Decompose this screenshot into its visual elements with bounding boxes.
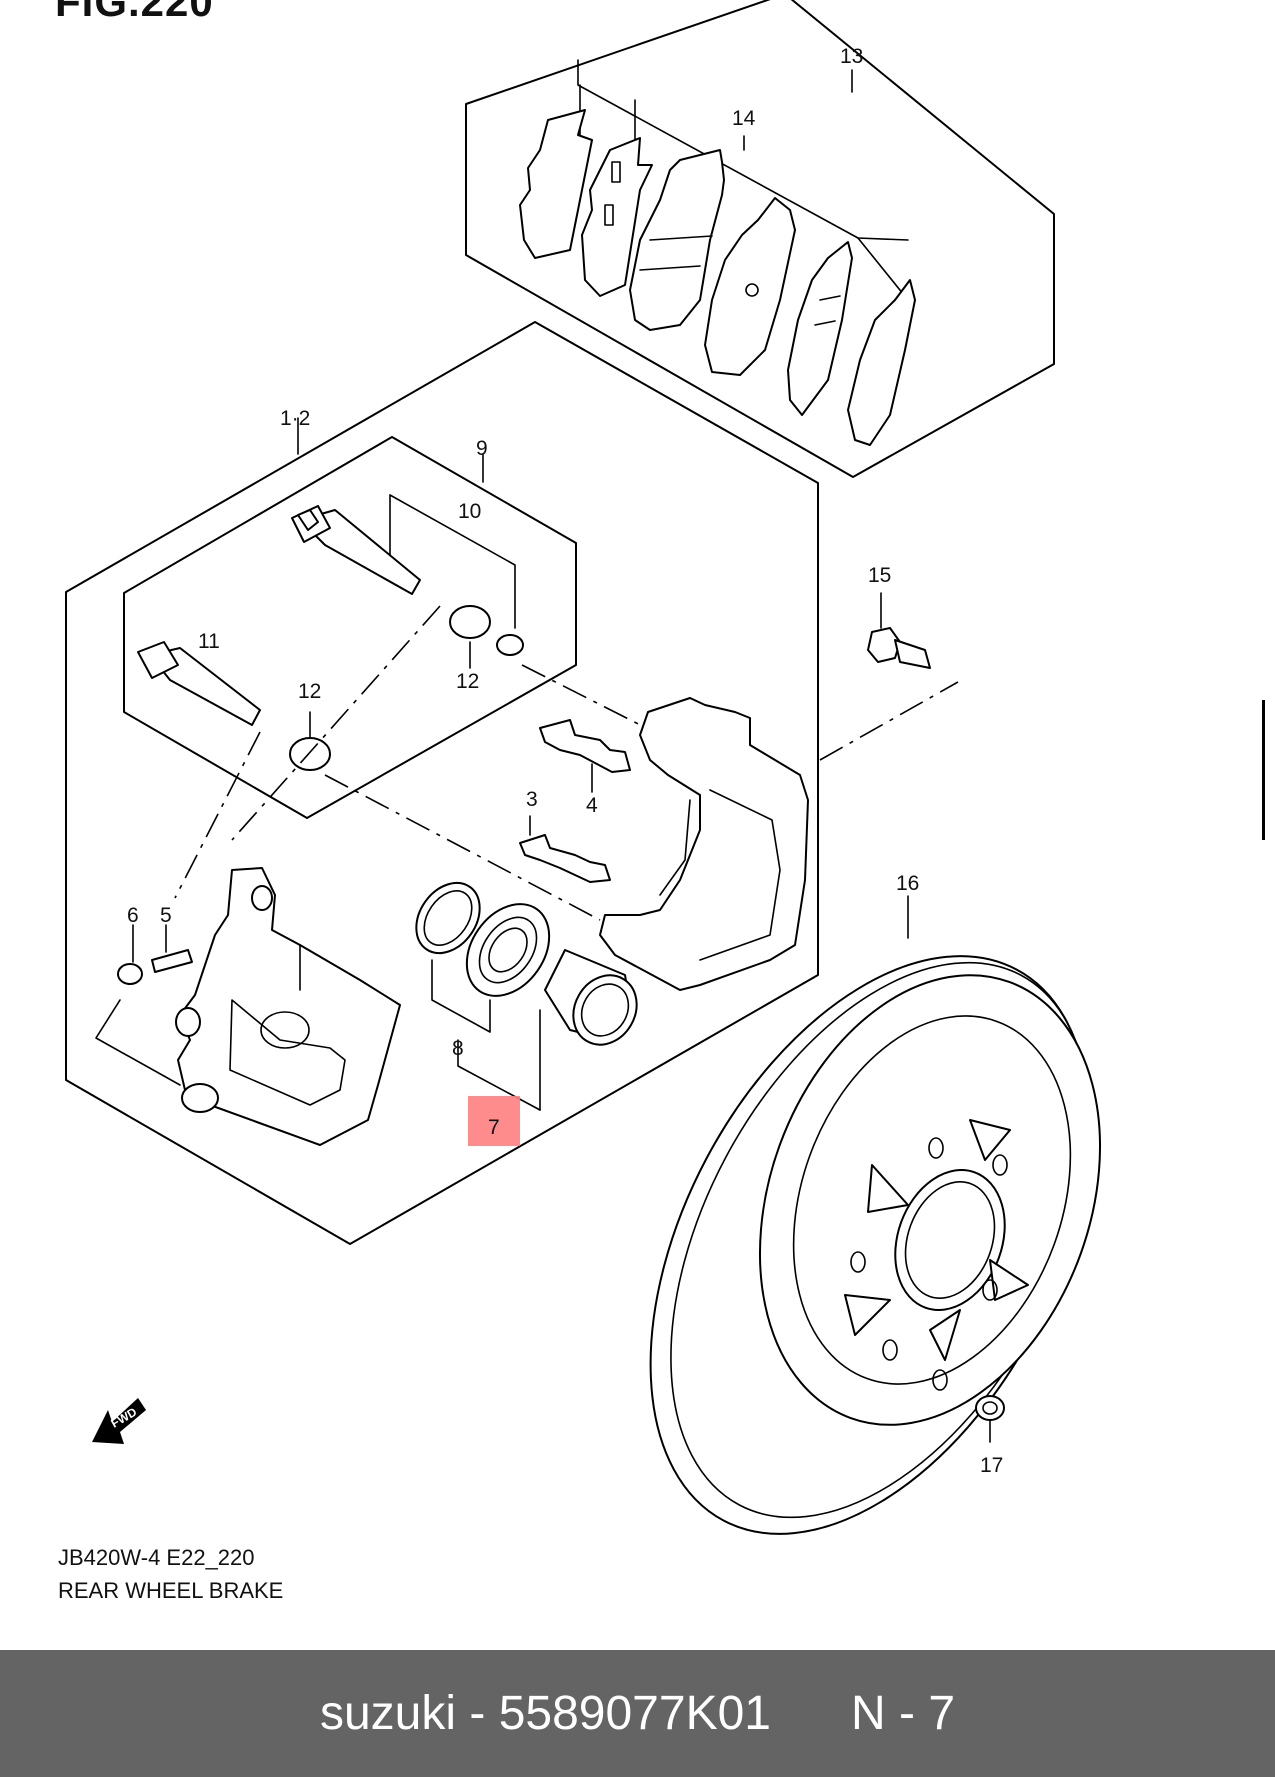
footer-position: N - 7 (851, 1687, 956, 1740)
footer-gap (771, 1686, 851, 1741)
callout-15: 15 (868, 564, 891, 587)
footer-separator: - (456, 1687, 499, 1740)
callout-1-2: 1·2 (280, 407, 310, 430)
callout-16: 16 (896, 872, 919, 895)
callout-5: 5 (160, 904, 172, 927)
forward-arrow-icon: FWD (92, 1398, 146, 1444)
footer-brand: suzuki (319, 1687, 457, 1740)
alignment-lines (174, 605, 959, 921)
piston-seal-kit (415, 881, 551, 1111)
guide-pin-upper (291, 505, 421, 595)
callout-11: 11 (198, 630, 220, 653)
bracket-bolt (867, 592, 931, 669)
callout-9: 9 (476, 437, 488, 460)
diagram-code: JB420W-4 E22_220 (58, 1545, 255, 1570)
brake-pads (519, 109, 916, 446)
guide-pin-lower (137, 641, 261, 726)
footer-bar: suzuki - 5589077K01 N - 7 (0, 1650, 1275, 1777)
callout-12-upper: 12 (456, 670, 479, 693)
callout-6: 6 (127, 904, 139, 927)
callout-3: 3 (526, 788, 538, 811)
callout-13: 13 (840, 45, 863, 68)
highlight-part-7 (468, 1096, 520, 1146)
edge-mark (1262, 700, 1265, 840)
callout-10: 10 (458, 500, 481, 523)
brake-disc (649, 895, 1102, 1535)
disc-screw (975, 1395, 1005, 1443)
callout-12-lower: 12 (298, 680, 321, 703)
brake-exploded-diagram: FWD 13 14 1·2 9 10 11 12 12 15 4 3 6 5 1… (65, 0, 1102, 1535)
callout-17: 17 (980, 1454, 1003, 1477)
pad-shims (519, 719, 631, 883)
caliper-assembly-box (65, 321, 819, 1245)
figure-title: FIG.220 (55, 0, 214, 25)
guide-pin-kit-box (123, 436, 577, 819)
callout-14: 14 (732, 107, 756, 130)
guide-bushings (289, 605, 524, 771)
callout-8: 8 (452, 1037, 464, 1060)
footer-part-number: 5589077K01 (498, 1687, 771, 1740)
diagram-name: REAR WHEEL BRAKE (58, 1578, 284, 1603)
callout-7: 7 (488, 1116, 500, 1139)
caliper-body (175, 867, 401, 1146)
bleeder-parts (95, 924, 193, 1086)
caliper-bracket (599, 697, 809, 991)
caliper-piston (544, 949, 638, 1046)
callout-4: 4 (586, 794, 598, 817)
